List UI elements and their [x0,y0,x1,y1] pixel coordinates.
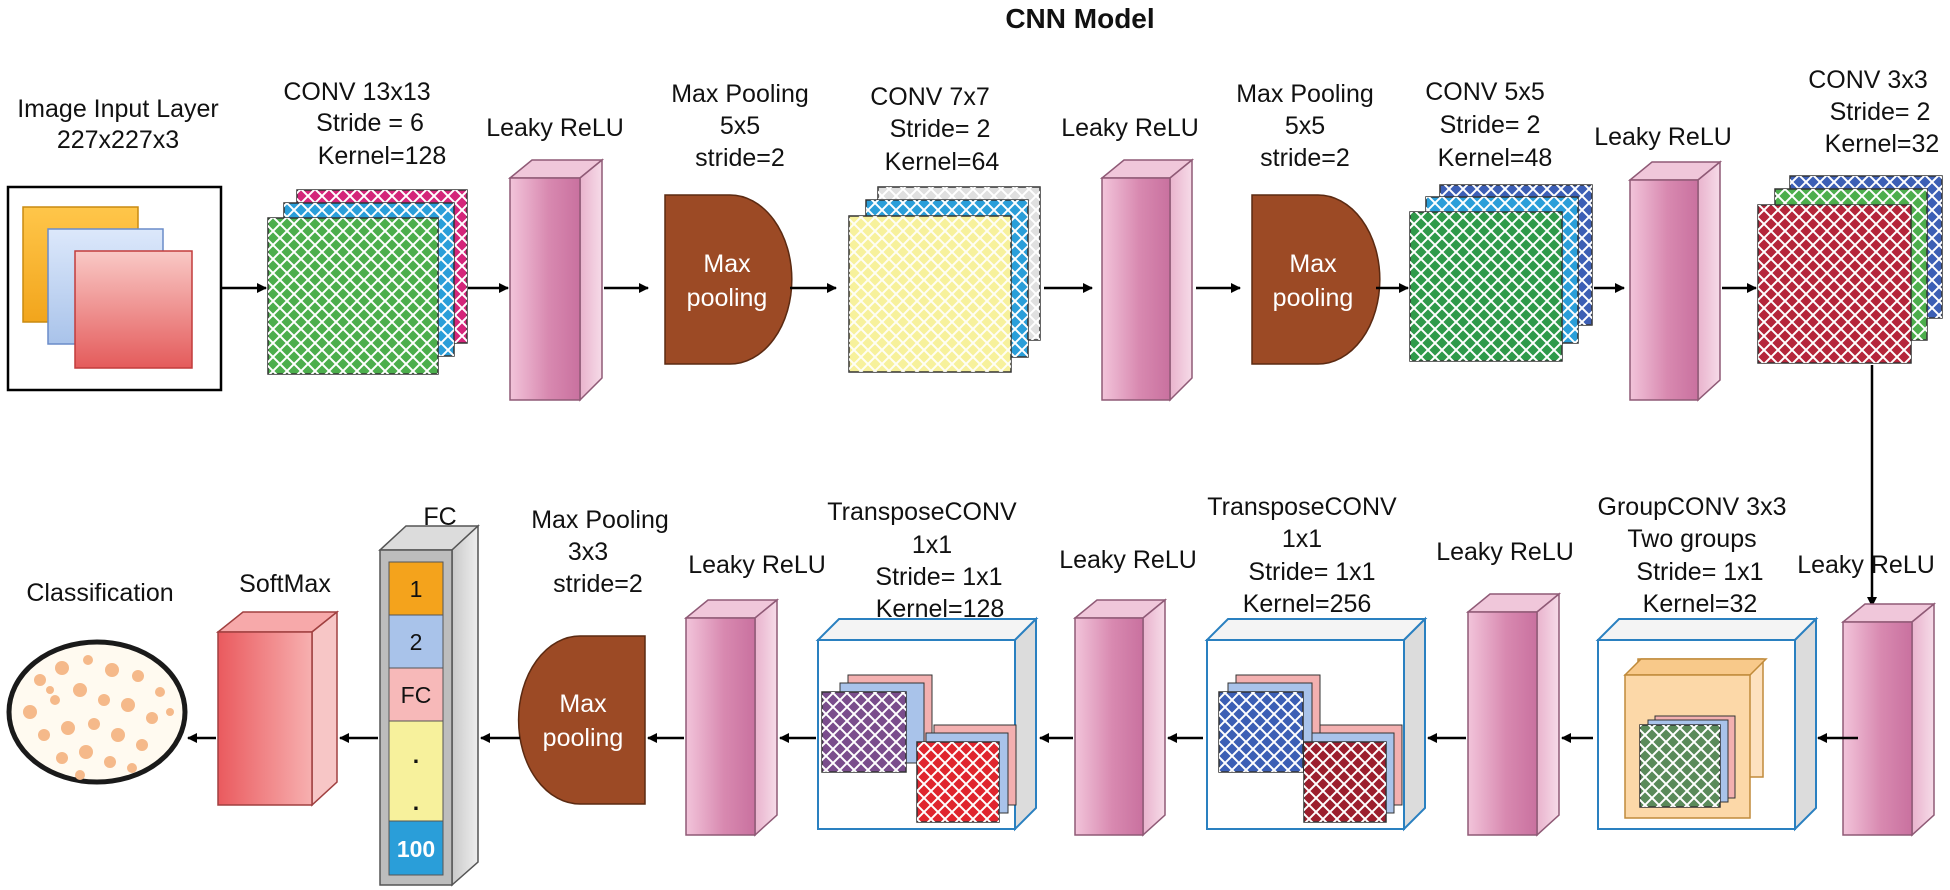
conv1-label-1: CONV 13x13 [283,78,430,106]
conv-5x5-block: CONV 5x5 Stride= 2 Kernel=48 [1409,78,1593,362]
fc-cell-3: FC [401,682,432,708]
conv3-label-2: Stride= 2 [1440,111,1541,139]
fc-cell-6: 100 [397,836,435,862]
max-pooling-3: Max Pooling 3x3 stride=2 Max pooling [517,506,669,805]
max-pooling-2: Max Pooling 5x5 stride=2 Max pooling [1236,80,1381,365]
relu1-label: Leaky ReLU [486,114,624,142]
leaky-relu-3: Leaky ReLU [1594,123,1732,402]
tconv2-label-1: TransposeCONV [827,498,1017,526]
relu2-label: Leaky ReLU [1061,114,1199,142]
top-row-arrows [222,283,1877,607]
leaky-relu-6: Leaky ReLU [1059,546,1197,837]
tconv1-label-2: 1x1 [1282,525,1322,553]
transposeconv-128-block: TransposeCONV 1x1 Stride= 1x1 Kernel=128 [815,498,1039,832]
transposeconv-256-block: TransposeCONV 1x1 Stride= 1x1 Kernel=256 [1204,493,1428,832]
relu7-label: Leaky ReLU [688,551,826,579]
conv2-label-2: Stride= 2 [890,115,991,143]
pool3-shape-label-1: Max [559,690,607,718]
conv-3x3-block: CONV 3x3 Stride= 2 Kernel=32 [1757,66,1943,364]
pool3-label-1: Max Pooling [531,506,669,534]
conv1-label-2: Stride = 6 [316,109,424,137]
pool1-label-1: Max Pooling [671,80,809,108]
fc-cell-2: 2 [410,629,423,655]
pool1-shape-label-1: Max [703,250,751,278]
groupconv-label-3: Stride= 1x1 [1636,558,1763,586]
pool3-label-2: 3x3 [568,538,608,566]
tconv1-label-1: TransposeCONV [1207,493,1397,521]
conv3-label-1: CONV 5x5 [1425,78,1544,106]
conv-7x7-block: CONV 7x7 Stride= 2 Kernel=64 [848,83,1041,373]
conv2-label-1: CONV 7x7 [870,83,989,111]
image-input-layer: Image Input Layer 227x227x3 [6,95,223,392]
classification-output: Classification [6,579,188,785]
groupconv-label-1: GroupCONV 3x3 [1598,493,1787,521]
classification-label: Classification [26,579,173,607]
diagram-title: CNN Model [1005,3,1154,34]
conv4-label-2: Stride= 2 [1830,98,1931,126]
conv-13x13-block: CONV 13x13 Stride = 6 Kernel=128 [267,78,468,375]
input-label-1: Image Input Layer [17,95,219,123]
pool1-label-2: 5x5 [720,112,760,140]
tconv2-label-2: 1x1 [912,531,952,559]
conv4-label-1: CONV 3x3 [1808,66,1927,94]
leaky-relu-5: Leaky ReLU [1436,538,1574,837]
groupconv-3x3-block: GroupCONV 3x3 Two groups Stride= 1x1 Ker… [1595,493,1819,832]
leaky-relu-1: Leaky ReLU [486,114,624,402]
tconv2-label-3: Stride= 1x1 [875,563,1002,591]
fully-connected-layer: FC 1 2 FC . . 100 [378,503,480,887]
fc-cell-4: . [413,742,419,768]
pool2-label-2: 5x5 [1285,112,1325,140]
pool3-shape-label-2: pooling [543,724,624,752]
softmax-label: SoftMax [239,570,331,598]
tconv1-label-3: Stride= 1x1 [1248,558,1375,586]
fc-cell-5: . [413,789,419,815]
pool1-shape-label-2: pooling [687,284,768,312]
pool1-label-3: stride=2 [695,144,785,172]
pool2-shape-label-2: pooling [1273,284,1354,312]
conv4-label-3: Kernel=32 [1825,130,1940,158]
input-label-2: 227x227x3 [57,126,179,154]
relu3-label: Leaky ReLU [1594,123,1732,151]
pool2-label-1: Max Pooling [1236,80,1374,108]
groupconv-label-2: Two groups [1627,525,1756,553]
conv2-label-3: Kernel=64 [885,148,1000,176]
groupconv-label-4: Kernel=32 [1643,590,1758,618]
relu5-label: Leaky ReLU [1436,538,1574,566]
max-pooling-1: Max Pooling 5x5 stride=2 Max pooling [664,80,809,365]
pool2-shape-label-1: Max [1289,250,1337,278]
relu6-label: Leaky ReLU [1059,546,1197,574]
softmax-layer: SoftMax [215,570,340,807]
leaky-relu-2: Leaky ReLU [1061,114,1199,402]
fc-cell-1: 1 [410,576,423,602]
conv1-label-3: Kernel=128 [318,142,447,170]
leaky-relu-7: Leaky ReLU [683,551,826,837]
conv3-label-3: Kernel=48 [1438,144,1553,172]
pool2-label-3: stride=2 [1260,144,1350,172]
leaky-relu-4: Leaky ReLU [1797,551,1937,837]
tconv1-label-4: Kernel=256 [1243,590,1372,618]
pool3-label-3: stride=2 [553,570,643,598]
relu4-label: Leaky ReLU [1797,551,1935,579]
